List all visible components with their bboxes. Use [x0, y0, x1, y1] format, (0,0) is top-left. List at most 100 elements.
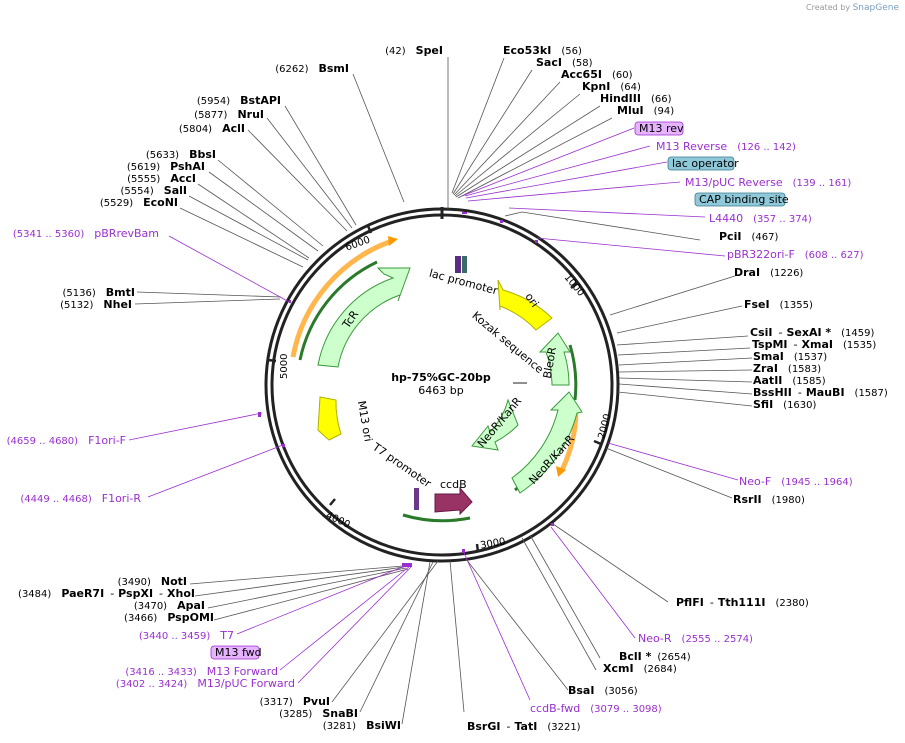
svg-text:(3285)SnaBI: (3285)SnaBI	[279, 707, 358, 720]
svg-text:(5877)NruI: (5877)NruI	[194, 108, 264, 121]
site-csii: CsiI	[750, 326, 772, 339]
svg-text:BssHII-MauBI(1587): BssHII-MauBI(1587)	[753, 386, 888, 399]
tick-label-1000: 1000	[562, 272, 587, 299]
feature-tcr	[317, 267, 411, 368]
site-bsmi: BsmI	[319, 62, 350, 75]
primer-f1ori-f: F1ori-F	[88, 434, 126, 447]
site-drai: DraI	[734, 266, 760, 279]
primer-l4440: L4440	[709, 212, 743, 225]
box-m13-fwd	[210, 645, 260, 660]
primer-m13-reverse: M13 Reverse	[656, 140, 727, 153]
plasmid-size: 6463 bp	[418, 384, 463, 397]
feature-label-bleor: BleoR	[541, 346, 559, 380]
feature-label-t7-promoter: T7 promoter	[369, 440, 434, 491]
site-apai: ApaI	[177, 599, 205, 612]
label-cap-site: CAP binding site	[699, 193, 789, 206]
site-pshai: PshAI	[170, 160, 205, 173]
site-snabi: SnaBI	[322, 707, 358, 720]
plasmid-name: hp-75%GC-20bp	[391, 371, 491, 384]
primer-pbrrevbam: pBRrevBam	[94, 227, 159, 240]
site-bsrgi: BsrGI	[467, 720, 500, 733]
site-eco53ki: Eco53kI	[503, 44, 551, 57]
snapgene-brand: Created by SnapGene	[806, 3, 899, 13]
site-mlui: MluI	[617, 104, 644, 117]
site-pvui: PvuI	[303, 695, 330, 708]
label-m13-rev: M13 rev	[639, 122, 684, 135]
primer-f1ori-r: F1ori-R	[102, 492, 142, 505]
site-fsei: FseI	[744, 298, 770, 311]
primer-ticks	[258, 212, 554, 567]
svg-text:SmaI(1537): SmaI(1537)	[753, 350, 827, 363]
orf-green-ccdb	[402, 513, 471, 523]
box-m13-rev	[634, 121, 684, 136]
site-bbsi: BbsI	[189, 148, 216, 161]
feature-neor-inner	[471, 398, 519, 451]
svg-text:SfiI(1630): SfiI(1630)	[753, 398, 817, 411]
site-acc65i: Acc65I	[561, 68, 602, 81]
leader-lines-primers-right	[461, 127, 739, 701]
site-spei: SpeI	[416, 44, 443, 57]
svg-text:pBR322ori-F(608 .. 627): pBR322ori-F(608 .. 627)	[727, 248, 864, 261]
tick-6000	[366, 225, 373, 234]
site-acli: AclI	[222, 122, 245, 135]
site-saci: SacI	[536, 56, 562, 69]
site-kpni: KpnI	[582, 80, 610, 93]
site-noti: NotI	[161, 575, 187, 588]
site-xmai: XmaI	[802, 338, 833, 351]
svg-text:(3466)PspOMI: (3466)PspOMI	[124, 611, 214, 624]
box-cap-site	[694, 192, 786, 207]
svg-text:(4659 .. 4680)F1ori-F: (4659 .. 4680)F1ori-F	[7, 434, 126, 447]
svg-text:DraI(1226): DraI(1226)	[734, 266, 803, 279]
box-lac-operator	[667, 156, 735, 171]
site-bsiwi: BsiWI	[366, 719, 401, 732]
svg-text:Neo-R(2555 .. 2574): Neo-R(2555 .. 2574)	[638, 632, 753, 645]
feature-m13-ori	[317, 396, 342, 441]
tick-label-3000: 3000	[479, 536, 506, 551]
site-pspxi: PspXI	[118, 587, 153, 600]
primer-m13-forward: M13 Forward	[207, 665, 278, 678]
orf-arc-tcr-arrow	[388, 236, 398, 246]
svg-text:Acc65I(60): Acc65I(60)	[561, 68, 633, 81]
svg-text:(3402 .. 3424)M13/pUC Forward: (3402 .. 3424)M13/pUC Forward	[116, 677, 295, 690]
svg-text:(3317)PvuI: (3317)PvuI	[260, 695, 330, 708]
label-m13-fwd: M13 fwd	[215, 646, 262, 659]
site-pspomi: PspOMI	[167, 611, 214, 624]
site-sali: SalI	[164, 184, 187, 197]
svg-text:(5555)AccI: (5555)AccI	[127, 172, 196, 185]
svg-text:(3484)PaeR7I-PspXI-XhoI: (3484)PaeR7I-PspXI-XhoI	[18, 587, 195, 600]
svg-text:(4449 .. 4468)F1ori-R: (4449 .. 4468)F1ori-R	[20, 492, 141, 505]
leader-eco53ki	[451, 57, 505, 194]
tick-1000	[570, 282, 578, 289]
site-labels-left: (42)SpeI (6262)BsmI (5954)BstAPI (5877)N…	[7, 44, 443, 732]
primer-m13-puc-reverse: M13/pUC Reverse	[685, 176, 783, 189]
site-tth111i: Tth111I	[718, 596, 766, 609]
site-zrai: ZraI	[753, 362, 778, 375]
primer-m13-puc-forward: M13/pUC Forward	[197, 677, 295, 690]
feature-label-ccdb: ccdB	[440, 478, 467, 491]
svg-text:CsiI-SexAI *(1459): CsiI-SexAI *(1459)	[750, 326, 874, 339]
svg-text:M13/pUC Reverse(139 .. 161): M13/pUC Reverse(139 .. 161)	[685, 176, 851, 189]
svg-text:(3281)BsiWI: (3281)BsiWI	[323, 719, 401, 732]
primer-pbr322ori-f: pBR322ori-F	[727, 248, 795, 261]
svg-text:Eco53kI(56): Eco53kI(56)	[503, 44, 582, 57]
marker-cap-site	[462, 256, 467, 273]
site-bstapi: BstAPI	[240, 94, 281, 107]
svg-text:(5619)PshAI: (5619)PshAI	[127, 160, 205, 173]
svg-text:(5954)BstAPI: (5954)BstAPI	[197, 94, 281, 107]
svg-text:BclI *(2654): BclI *(2654)	[619, 650, 691, 663]
primer-ccdb-fwd: ccdB-fwd	[530, 702, 580, 715]
feature-neor-outer	[511, 391, 583, 494]
svg-text:(5529)EcoNI: (5529)EcoNI	[100, 196, 178, 209]
svg-text:(5554)SalI: (5554)SalI	[121, 184, 187, 197]
tick-5000	[267, 358, 277, 363]
tick-2000	[593, 439, 602, 446]
svg-text:BsrGI-TatI(3221): BsrGI-TatI(3221)	[467, 720, 581, 733]
marker-t7	[414, 488, 419, 510]
site-aatii: AatII	[753, 374, 782, 387]
site-pflfi: PflFI	[676, 596, 704, 609]
site-bsai: BsaI	[568, 684, 594, 697]
svg-text:XcmI(2684): XcmI(2684)	[603, 662, 677, 675]
svg-text:ZraI(1583): ZraI(1583)	[753, 362, 821, 375]
